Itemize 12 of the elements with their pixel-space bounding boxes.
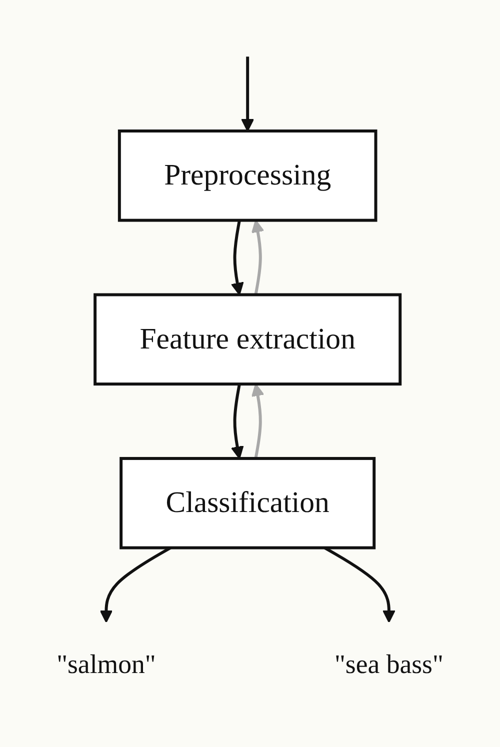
- arrow: [230, 384, 244, 460]
- arrow: [100, 546, 172, 623]
- node-box: Feature extraction: [94, 293, 402, 386]
- arrow: [251, 383, 264, 459]
- arrow: [324, 546, 396, 623]
- arrow: [241, 56, 254, 132]
- node-box: Preprocessing: [118, 130, 378, 222]
- node-box: Classification: [120, 456, 376, 550]
- arrow: [230, 220, 244, 296]
- node-text: "sea bass": [334, 649, 444, 679]
- arrow: [251, 220, 264, 295]
- node-text: "salmon": [56, 649, 156, 679]
